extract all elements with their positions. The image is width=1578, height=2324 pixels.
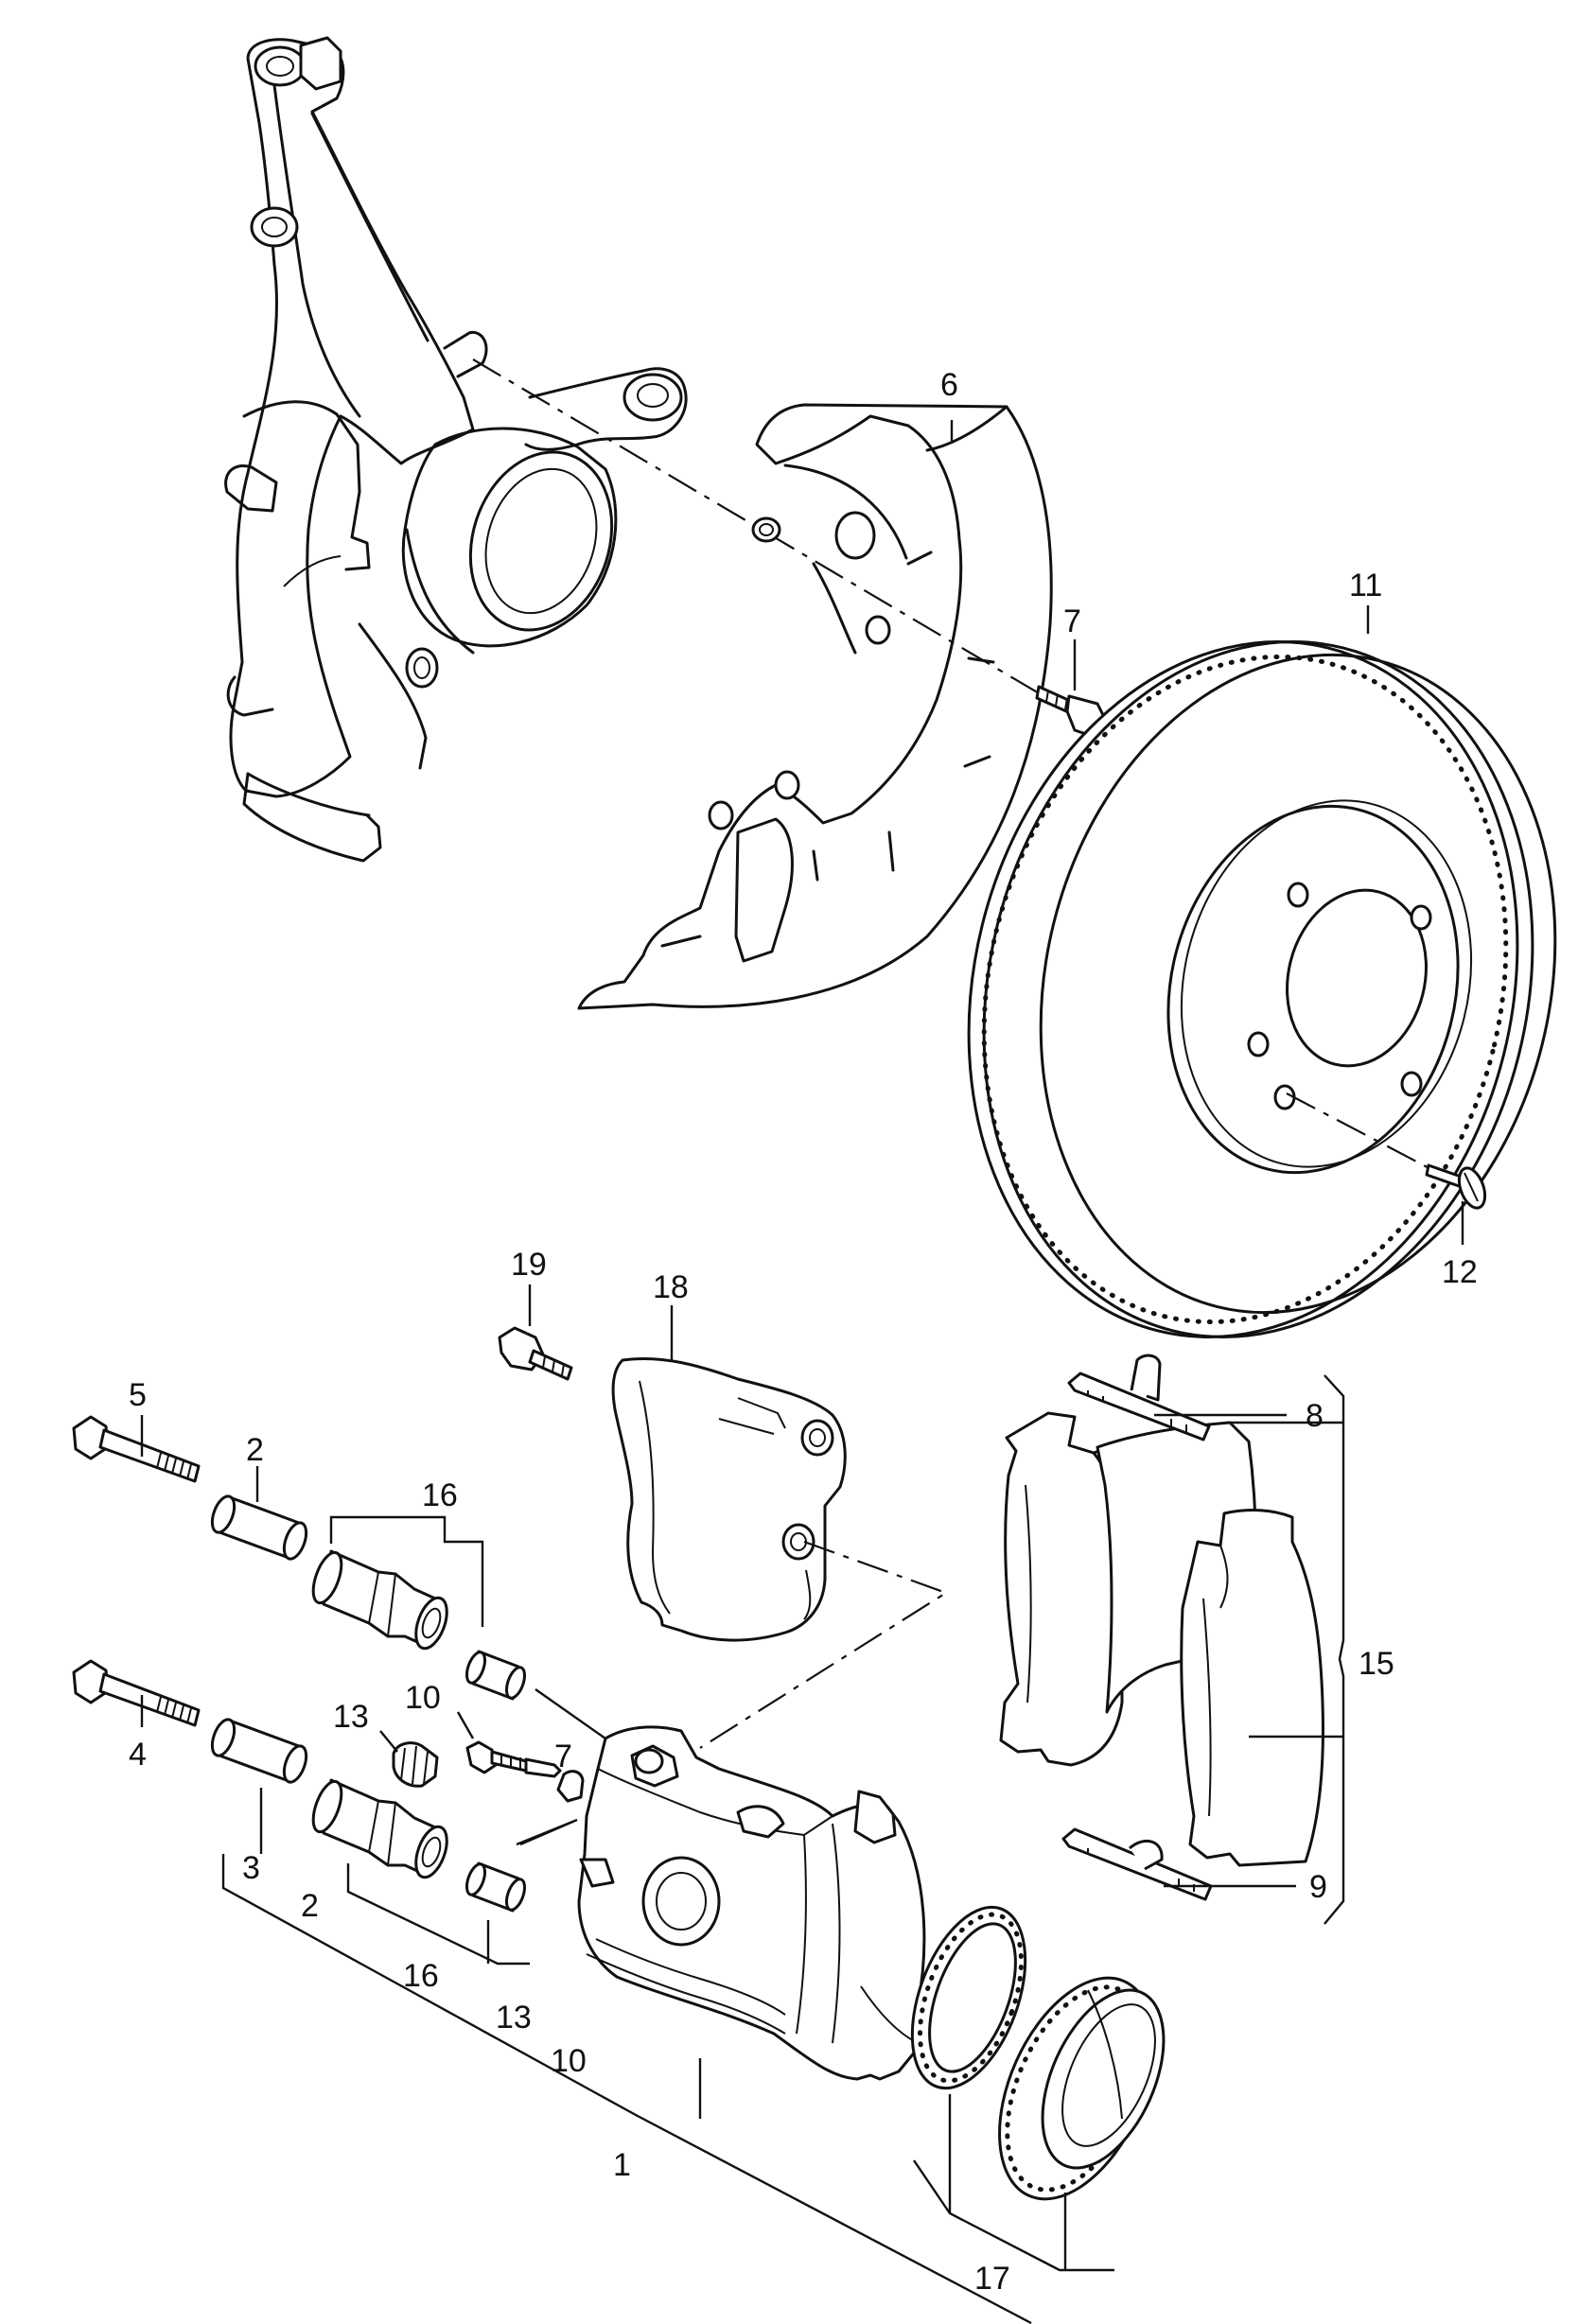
- bracket-16-upper: [329, 1515, 484, 1627]
- callout-2-bottom: 2: [301, 1888, 319, 1924]
- callout-6: 6: [940, 367, 958, 403]
- callout-13-top: 13: [333, 1699, 369, 1735]
- callout-16-bottom: 16: [403, 1958, 439, 1994]
- splash-shield: [577, 403, 1053, 1010]
- seal-kit-17: [910, 1905, 1166, 2201]
- assembly-line-pin-lower: [516, 1818, 578, 1846]
- callout-13-bottom: 13: [496, 2000, 532, 2036]
- bracket-pads-15: [1324, 1374, 1345, 1925]
- bleeder-valve-10: [465, 1740, 562, 1778]
- steering-knuckle: [224, 36, 688, 863]
- callout-17: 17: [974, 2261, 1010, 2297]
- guide-bolt-4: [72, 1659, 201, 1727]
- guide-pin-lower: [465, 1861, 527, 1913]
- callout-16-top: 16: [422, 1477, 458, 1513]
- callout-10-bottom: 10: [551, 2043, 587, 2079]
- callout-9: 9: [1309, 1869, 1327, 1905]
- callout-8: 8: [1306, 1398, 1324, 1434]
- callout-7-bottom: 7: [554, 1739, 572, 1774]
- bracket-seals-17: [913, 2159, 1114, 2272]
- assembly-line-pin-upper: [535, 1688, 606, 1739]
- callout-15: 15: [1359, 1646, 1394, 1682]
- callout-3: 3: [242, 1850, 260, 1886]
- callout-5: 5: [129, 1377, 147, 1413]
- axis-line-carrier: [699, 1540, 949, 1749]
- callout-2-top: 2: [246, 1432, 264, 1468]
- guide-bushing-16-upper: [311, 1549, 448, 1651]
- bracket-16-lower: [346, 1863, 530, 1966]
- callout-7-top: 7: [1063, 603, 1081, 639]
- callout-12: 12: [1442, 1254, 1478, 1290]
- caliper-carrier: [611, 1356, 847, 1642]
- guide-sleeve-2-upper: [210, 1494, 308, 1561]
- brake-pads: [999, 1354, 1324, 1901]
- dust-cap-13: [392, 1741, 439, 1788]
- guide-sleeve-3-lower: [210, 1718, 308, 1784]
- screw-12: [1425, 1163, 1487, 1210]
- caliper-housing: [556, 1725, 929, 2081]
- callout-1: 1: [613, 2147, 631, 2183]
- callout-18: 18: [653, 1269, 689, 1305]
- callout-11: 11: [1349, 568, 1382, 603]
- callout-10-top: 10: [405, 1680, 441, 1716]
- guide-bushing-16-lower: [311, 1778, 448, 1879]
- leader-13: [379, 1730, 398, 1753]
- guide-pin-upper: [465, 1650, 527, 1701]
- guide-bolt-5: [72, 1415, 201, 1483]
- bracket-caliper-1: [221, 1854, 1032, 2324]
- brake-disc: [967, 640, 1557, 1338]
- callout-4: 4: [129, 1737, 147, 1773]
- leader-10: [456, 1711, 475, 1739]
- bolt-19: [498, 1326, 573, 1381]
- callout-19: 19: [511, 1247, 547, 1283]
- axis-line-disc: [1286, 1092, 1439, 1174]
